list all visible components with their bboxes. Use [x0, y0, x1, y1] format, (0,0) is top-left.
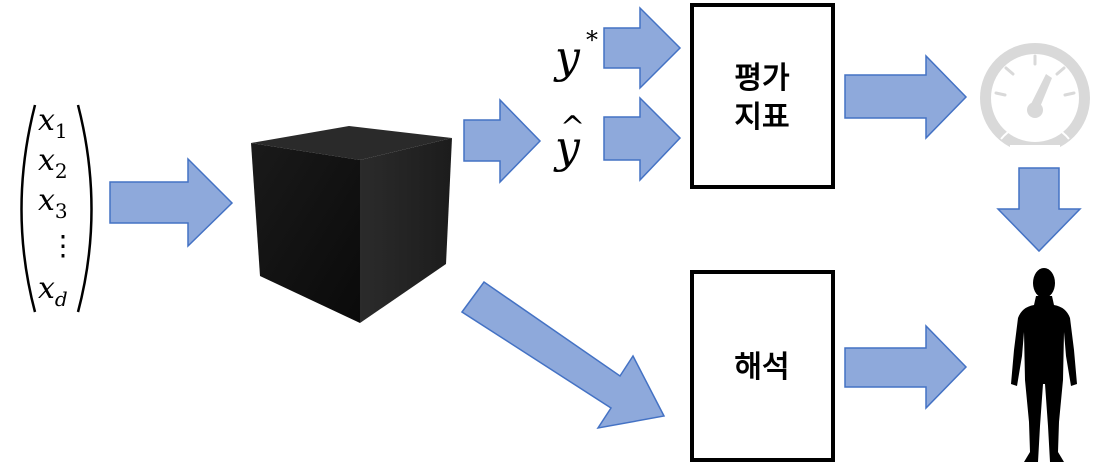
vector-entry-1: x1 — [38, 103, 68, 143]
input-vector: x1 x2 x3 ⋮ xd — [20, 103, 93, 313]
ground-truth-superscript: * — [586, 26, 598, 54]
vector-entry-2: x2 — [38, 143, 68, 183]
right-paren — [76, 104, 93, 313]
arrow-model-to-prediction — [463, 98, 542, 184]
speedometer-gauge-icon — [980, 43, 1090, 159]
cube-front — [251, 143, 360, 323]
person-silhouette-icon — [1011, 268, 1077, 462]
cube-top — [251, 126, 452, 160]
vector-ellipsis: ⋮ — [49, 229, 77, 262]
vector-entry-d: xd — [38, 271, 68, 311]
arrows — [109, 6, 1082, 430]
black-box-cube-icon — [251, 126, 452, 323]
arrow-gauge-to-person — [996, 167, 1082, 253]
arrow-model-to-interpretation — [460, 280, 666, 430]
interpretation-box-label: 해석 — [734, 350, 789, 385]
arrow-metric-to-gauge — [844, 54, 968, 140]
ground-truth-label: y * — [553, 26, 598, 83]
left-paren — [20, 104, 37, 313]
cube-side — [360, 138, 452, 323]
prediction-label: ^ y — [553, 110, 585, 173]
prediction-hat: ^ — [560, 110, 585, 145]
metric-box-label-line2: 지표 — [734, 100, 789, 135]
arrow-interpretation-to-person — [844, 324, 968, 410]
arrow-ground-truth-to-metric — [603, 6, 682, 90]
interpretation-box: 해석 — [690, 270, 835, 462]
metric-box-label-line1: 평가 — [734, 61, 790, 96]
metric-box: 평가 지표 — [690, 3, 835, 189]
vector-entry-3: x3 — [38, 183, 68, 223]
arrow-prediction-to-metric — [603, 96, 682, 182]
arrow-input-to-model — [109, 157, 234, 248]
ground-truth-symbol: y — [553, 32, 581, 83]
prediction-symbol: y — [553, 122, 581, 173]
